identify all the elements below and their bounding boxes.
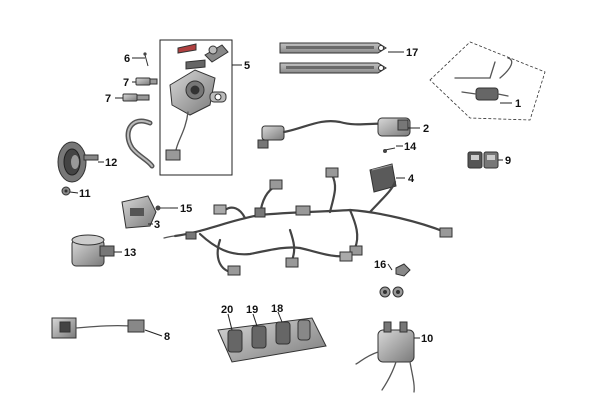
callout-4: 4 <box>408 173 415 185</box>
fuse-holder-icon[interactable] <box>217 317 327 363</box>
bolt-icon[interactable] <box>122 93 150 102</box>
callout-11: 11 <box>79 188 91 200</box>
fuse-kit-group <box>429 41 546 121</box>
callout-6: 6 <box>124 53 130 65</box>
strap-icon[interactable] <box>279 62 387 74</box>
callout-5: 5 <box>244 60 250 72</box>
callout-2: 2 <box>423 123 429 135</box>
fuse-icon[interactable] <box>454 57 513 101</box>
screw-icon[interactable] <box>155 205 171 211</box>
callout-15: 15 <box>180 203 192 215</box>
leader-lines <box>69 51 512 339</box>
sensor-icon[interactable] <box>257 117 411 149</box>
pin-icon[interactable] <box>143 52 149 67</box>
callout-labels: 1 2 3 4 5 6 7 7 8 9 10 11 12 13 14 15 16… <box>79 47 521 345</box>
callout-9: 9 <box>505 155 511 167</box>
connector-icon[interactable] <box>467 151 499 169</box>
callout-8: 8 <box>164 331 170 343</box>
ignition-switch-icon[interactable] <box>165 43 229 161</box>
nut-icon[interactable] <box>392 286 404 298</box>
callout-12: 12 <box>105 157 117 169</box>
ignition-switch-frame <box>159 39 233 176</box>
horn-icon[interactable] <box>57 141 99 183</box>
callout-1: 1 <box>515 98 521 110</box>
wire-harness-icon[interactable] <box>163 167 453 276</box>
starter-relay-icon[interactable] <box>71 234 115 267</box>
callout-17: 17 <box>406 47 418 59</box>
ignition-switch-group <box>122 39 233 176</box>
callout-13: 13 <box>124 247 136 259</box>
bolt-icon[interactable] <box>61 186 71 196</box>
screw-icon[interactable] <box>383 147 396 153</box>
regulator-icon[interactable] <box>121 195 157 229</box>
nut-icon[interactable] <box>379 286 391 298</box>
hose-icon[interactable] <box>125 118 155 169</box>
switch-connector-icon[interactable] <box>51 317 145 339</box>
callout-16: 16 <box>374 259 386 271</box>
callout-7a: 7 <box>123 77 129 89</box>
callout-19: 19 <box>246 304 258 316</box>
callout-14: 14 <box>404 141 417 153</box>
relay-box-icon[interactable] <box>369 163 397 193</box>
strap-icon[interactable] <box>279 42 387 54</box>
nut-icon[interactable] <box>395 263 411 277</box>
callout-20: 20 <box>221 304 233 316</box>
callout-7b: 7 <box>105 93 111 105</box>
bolt-icon[interactable] <box>135 77 158 86</box>
callout-3: 3 <box>154 219 160 231</box>
callout-18: 18 <box>271 303 283 315</box>
callout-10: 10 <box>421 333 433 345</box>
solenoid-icon[interactable] <box>355 321 415 393</box>
